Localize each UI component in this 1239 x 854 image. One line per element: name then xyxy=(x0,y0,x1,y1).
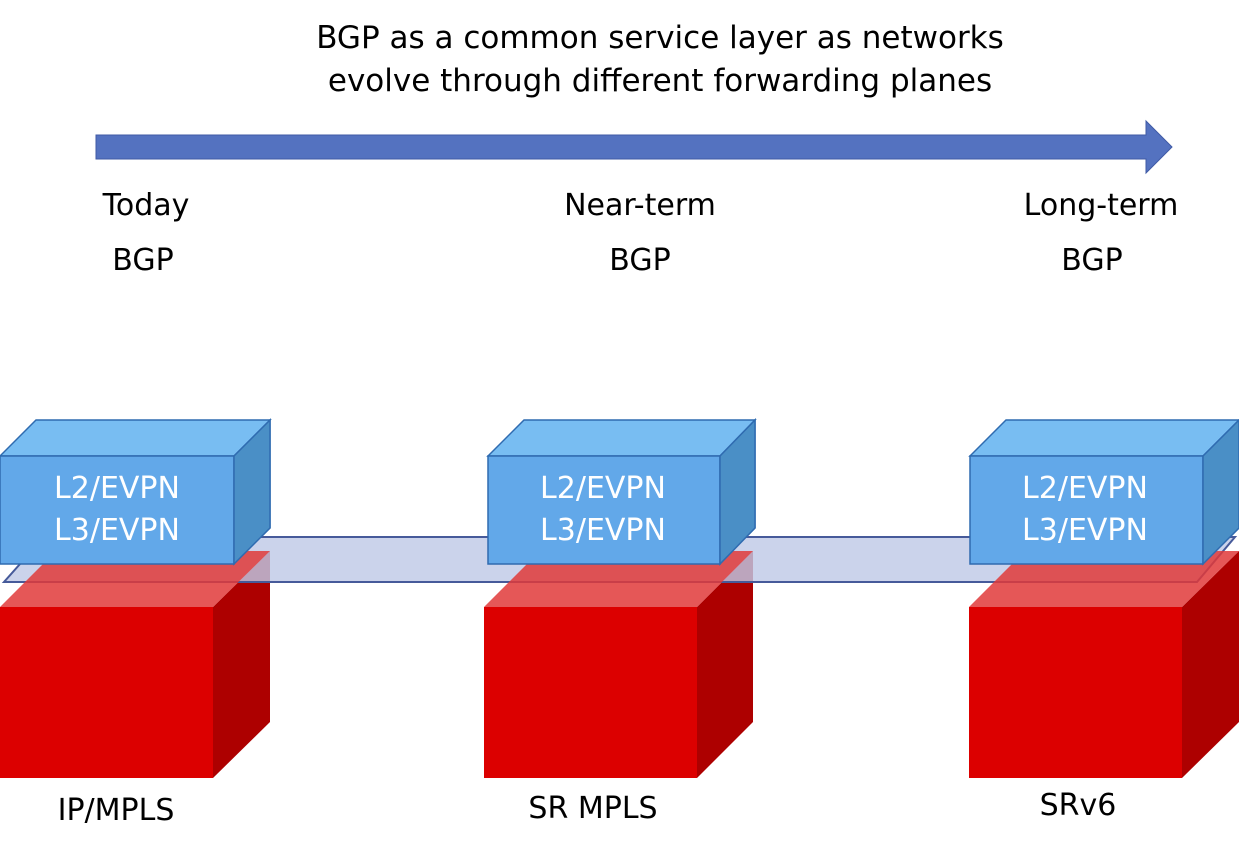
stage-label-long-term: Long-term xyxy=(1024,188,1179,223)
service-label-today-l3: L3/EVPN xyxy=(54,513,180,548)
forwarding-cube-srv6 xyxy=(969,551,1239,778)
service-cube-today: L2/EVPN L3/EVPN xyxy=(0,418,272,566)
forwarding-cube-ip-mpls xyxy=(0,551,270,778)
protocol-label-long-term: BGP xyxy=(1061,243,1122,278)
forwarding-label-sr-mpls: SR MPLS xyxy=(528,791,657,826)
service-label-near-term-l3: L3/EVPN xyxy=(540,513,666,548)
forwarding-label-srv6: SRv6 xyxy=(1040,788,1117,823)
service-cube-near-term: L2/EVPN L3/EVPN xyxy=(486,418,757,566)
timeline-arrow xyxy=(95,119,1173,175)
service-label-today-l2: L2/EVPN xyxy=(54,471,180,506)
title-line-1: BGP as a common service layer as network… xyxy=(316,20,1004,56)
forwarding-cube-sr-mpls xyxy=(484,551,753,778)
protocol-label-near-term: BGP xyxy=(609,243,670,278)
service-label-near-term-l2: L2/EVPN xyxy=(540,471,666,506)
title-line-2: evolve through different forwarding plan… xyxy=(328,63,992,99)
service-cube-long-term: L2/EVPN L3/EVPN xyxy=(968,418,1239,566)
stage-label-near-term: Near-term xyxy=(564,188,716,223)
service-label-long-term-l3: L3/EVPN xyxy=(1022,513,1148,548)
forwarding-cube-srv6-top xyxy=(969,551,1239,607)
service-label-long-term-l2: L2/EVPN xyxy=(1022,471,1148,506)
forwarding-cube-ip-mpls-top xyxy=(0,551,270,607)
forwarding-cube-sr-mpls-top xyxy=(484,551,753,607)
stage-label-today: Today xyxy=(102,188,190,223)
forwarding-label-ip-mpls: IP/MPLS xyxy=(58,793,175,828)
protocol-label-today: BGP xyxy=(112,243,173,278)
